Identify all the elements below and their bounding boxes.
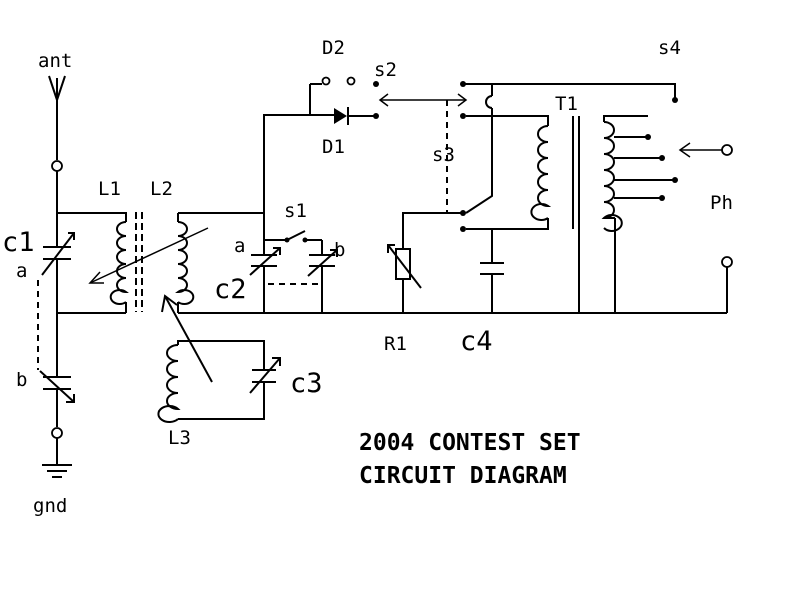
label-l3: L3: [168, 427, 191, 449]
label-l1: L1: [98, 178, 121, 200]
terminal-d2: [309, 76, 379, 115]
label-c1: c1: [2, 227, 35, 258]
diode-d1: [310, 107, 379, 125]
label-c2-a: a: [234, 235, 245, 257]
capacitor-c2a: [249, 240, 281, 313]
label-s4: s4: [658, 37, 681, 59]
wire-l2-top: [178, 114, 330, 214]
label-c2-b: b: [334, 239, 345, 261]
transformer-t1-secondary: [601, 115, 648, 313]
label-d2: D2: [322, 37, 345, 59]
label-c3: c3: [290, 368, 323, 399]
capacitor-c3: [249, 357, 281, 394]
label-t1: T1: [555, 93, 578, 115]
label-c4: c4: [460, 326, 493, 357]
ferrite-core-l1: [135, 212, 143, 312]
label-c1-a: a: [16, 260, 27, 282]
label-r1: R1: [384, 333, 407, 355]
ground-symbol: [42, 427, 72, 478]
antenna-symbol: [48, 75, 66, 172]
label-gnd: gnd: [33, 495, 67, 517]
capacitor-c2b: [307, 240, 338, 313]
coil-l2: [175, 213, 195, 313]
switch-s1: [264, 230, 322, 243]
transformer-t1-primary: [492, 125, 552, 230]
label-d1: D1: [322, 136, 345, 158]
diagram-title-line1: 2004 CONTEST SET: [359, 430, 581, 456]
capacitor-c4: [480, 229, 504, 313]
label-ant: ant: [38, 50, 72, 72]
label-s2: s2: [374, 59, 397, 81]
resistor-r1: [387, 212, 463, 313]
capacitor-c1a: [41, 232, 75, 276]
switch-s4: [492, 83, 678, 201]
label-c2: c2: [214, 274, 247, 305]
diagram-title-line2: CIRCUIT DIAGRAM: [359, 463, 567, 489]
coil-l1: [109, 221, 129, 305]
label-s1: s1: [284, 200, 307, 222]
transformer-t1-core: [572, 116, 580, 313]
tap-arrow-l2: [161, 294, 213, 383]
switch-s2: [378, 93, 468, 107]
label-l2: L2: [150, 178, 173, 200]
coil-l3: [157, 340, 265, 423]
switch-s3: [460, 81, 492, 232]
label-s3: s3: [432, 144, 455, 166]
label-c1-b: b: [16, 369, 27, 391]
phones-output: [678, 142, 733, 313]
label-ph: Ph: [710, 192, 733, 214]
capacitor-c1b: [39, 370, 75, 403]
coupling-arrow: [88, 227, 209, 284]
